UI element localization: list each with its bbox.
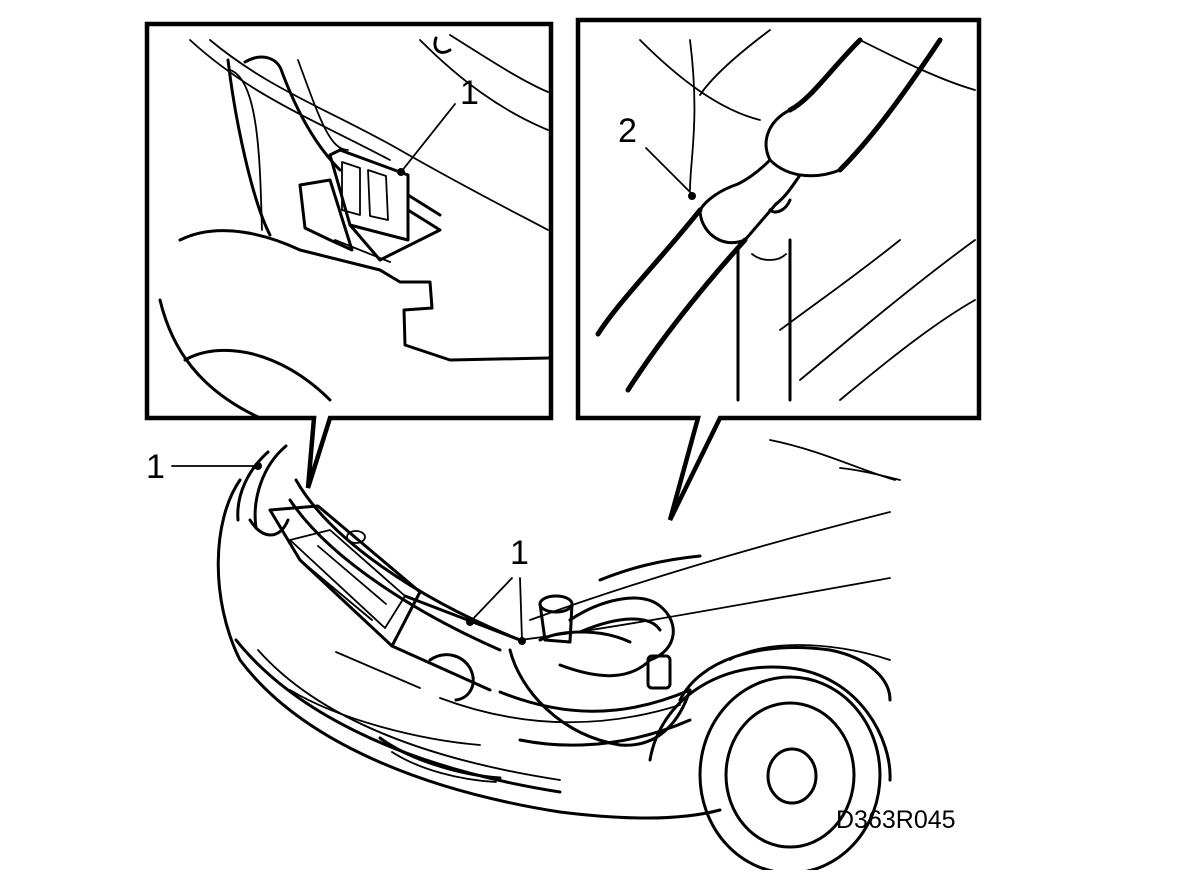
front-grille xyxy=(268,504,522,692)
hood-latch-detail xyxy=(298,148,442,263)
detail-inset-right xyxy=(575,17,982,521)
callout-leaders xyxy=(171,103,696,645)
figure-code: D363R045 xyxy=(836,806,956,834)
callout-inset-right: 2 xyxy=(618,112,637,150)
callout-car-left: 1 xyxy=(146,448,165,486)
washer-hose-detail xyxy=(595,37,943,402)
detail-inset-left xyxy=(144,21,554,489)
callout-car-center: 1 xyxy=(510,534,529,572)
engine-bay xyxy=(248,518,702,747)
callout-inset-left: 1 xyxy=(460,74,479,112)
front-wheel xyxy=(648,439,901,875)
front-bumper xyxy=(216,478,722,820)
car-front-illustration xyxy=(216,439,901,875)
open-hood xyxy=(236,444,891,652)
